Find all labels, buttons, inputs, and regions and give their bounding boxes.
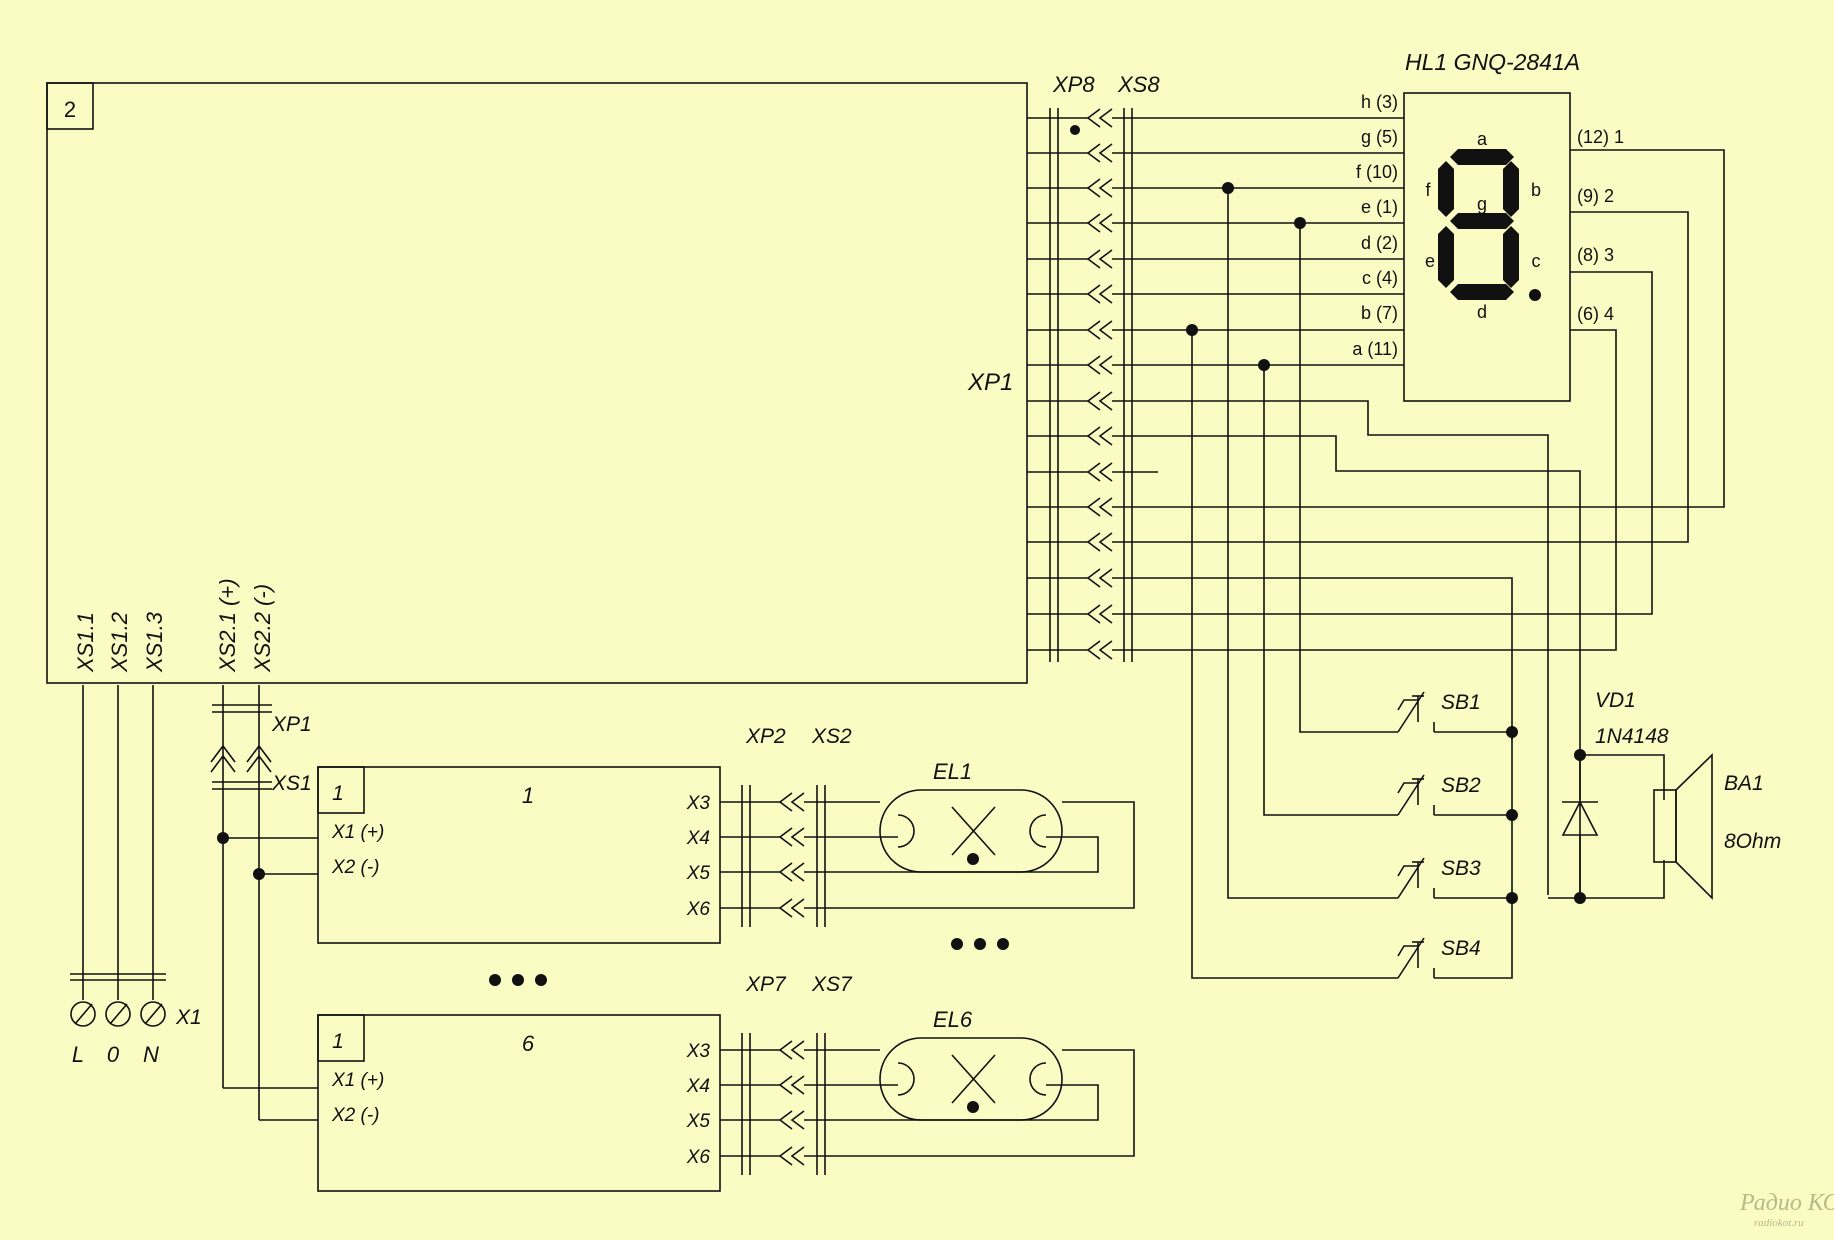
button-sb2: SB2 (1397, 774, 1481, 816)
lamp-label: EL1 (933, 759, 972, 784)
segment-f-letter: f (1425, 180, 1431, 200)
xs1-2-label: XS1.2 (107, 612, 132, 673)
xs2-2-label: XS2.2 (-) (250, 584, 275, 673)
button-sb3: SB3 (1397, 857, 1481, 899)
ellipsis-lamps (951, 938, 1009, 950)
xp1-power-label: XP1 (271, 713, 312, 736)
module-corner-number: 1 (332, 782, 344, 805)
segment-d (1450, 284, 1514, 300)
segment-a-letter: a (1477, 129, 1488, 149)
block-2-xp1-label: XP1 (967, 369, 1013, 396)
segment-g (1450, 213, 1514, 229)
module-xp-label: XP2 (745, 725, 786, 748)
xp8-label: XP8 (1052, 72, 1095, 97)
segment-a (1450, 149, 1514, 165)
terminal-0: 0 (107, 1042, 120, 1067)
button-sb1: SB1 (1397, 691, 1481, 733)
module-output-label: X5 (686, 1111, 711, 1132)
segment-d-letter: d (1477, 302, 1487, 322)
button-sb4: SB4 (1397, 937, 1481, 979)
wiring-main (1027, 117, 1725, 979)
module-number: 1 (522, 783, 534, 808)
lamp (879, 1037, 1063, 1121)
digit-pin-3: (8) 3 (1577, 245, 1614, 265)
module-output-label: X5 (686, 863, 711, 884)
module-xp-label: XP7 (745, 973, 787, 996)
dc-bus: XP1 XS1 (210, 685, 318, 1121)
segment-f (1438, 161, 1454, 217)
pin-label-b: b (7) (1361, 303, 1398, 323)
digit-pin-2: (9) 2 (1577, 186, 1614, 206)
digit-pin-1: (12) 1 (1577, 127, 1624, 147)
module-x1-label: X1 (+) (331, 1070, 384, 1091)
segment-e-letter: e (1425, 251, 1435, 271)
pin-label-h: h (3) (1361, 92, 1398, 112)
segment-b (1503, 161, 1519, 217)
module-output-label: X6 (686, 1147, 711, 1168)
terminal-L: L (72, 1042, 84, 1067)
button-sb4-label: SB4 (1441, 937, 1481, 960)
ellipsis-modules (489, 974, 547, 986)
watermark-line1: Радио КОТ (1739, 1190, 1834, 1216)
segment-g-letter: g (1477, 194, 1487, 214)
watermark-line2: radiokot.ru (1754, 1217, 1804, 1229)
module-number: 6 (522, 1031, 535, 1056)
pin-label-e: e (1) (1361, 197, 1398, 217)
watermark: Радио КОТ radiokot.ru (1739, 1190, 1834, 1229)
diode-vd1: VD1 1N4148 (1548, 689, 1669, 904)
connector-xp8-xs8: XP8 XS8 (1049, 72, 1160, 662)
module-corner-number: 1 (332, 1030, 344, 1053)
display-hl1: HL1 GNQ-2841A a b c d e f g h (3) g (5) … (1352, 49, 1624, 402)
ba1-value: 8Ohm (1724, 830, 1781, 853)
power-input: X1 L 0 N (70, 685, 202, 1067)
vd1-part: 1N4148 (1595, 725, 1669, 748)
pin-label-f: f (10) (1356, 162, 1398, 182)
module-output-label: X3 (686, 793, 711, 814)
module-output-label: X3 (686, 1041, 711, 1062)
module-output-label: X6 (686, 899, 711, 920)
module-x2-label: X2 (-) (331, 1105, 380, 1126)
segment-b-letter: b (1531, 180, 1541, 200)
buzzer-ba1: BA1 8Ohm (1653, 753, 1781, 900)
display-title: HL1 GNQ-2841A (1405, 49, 1580, 75)
xs2-1-label: XS2.1 (+) (215, 578, 240, 673)
block-2-number: 2 (64, 97, 76, 122)
ba1-ref: BA1 (1724, 772, 1764, 795)
segment-c (1503, 226, 1519, 288)
block-2: 2 XP1 XS1.1 XS1.2 XS1.3 XS2.1 (+) XS2.2 … (46, 82, 1028, 684)
vd1-ref: VD1 (1595, 689, 1636, 712)
lamp (879, 789, 1063, 873)
terminal-N: N (143, 1042, 159, 1067)
module-x2-label: X2 (-) (331, 857, 380, 878)
button-sb3-label: SB3 (1441, 857, 1481, 880)
module-x1-label: X1 (+) (331, 822, 384, 843)
digit-pin-4: (6) 4 (1577, 304, 1614, 324)
pin-label-g: g (5) (1361, 127, 1398, 147)
xs1-3-label: XS1.3 (142, 611, 167, 673)
segment-dp (1529, 289, 1541, 301)
module-output-label: X4 (686, 828, 710, 849)
pin-label-d: d (2) (1361, 233, 1398, 253)
button-sb1-label: SB1 (1441, 691, 1481, 714)
pin-label-a: a (11) (1352, 339, 1398, 359)
segment-e (1438, 226, 1454, 288)
segment-c-letter: c (1532, 251, 1541, 271)
pin-label-c: c (4) (1362, 268, 1398, 288)
module-xs-label: XS2 (811, 725, 852, 748)
module-xs-label: XS7 (811, 973, 853, 996)
button-sb2-label: SB2 (1441, 774, 1481, 797)
xs8-label: XS8 (1117, 72, 1160, 97)
lamp-label: EL6 (933, 1007, 973, 1032)
xs1-1-label: XS1.1 (73, 612, 98, 673)
xs1-power-label: XS1 (271, 772, 312, 795)
x1-ref: X1 (175, 1006, 202, 1029)
module-output-label: X4 (686, 1076, 710, 1097)
